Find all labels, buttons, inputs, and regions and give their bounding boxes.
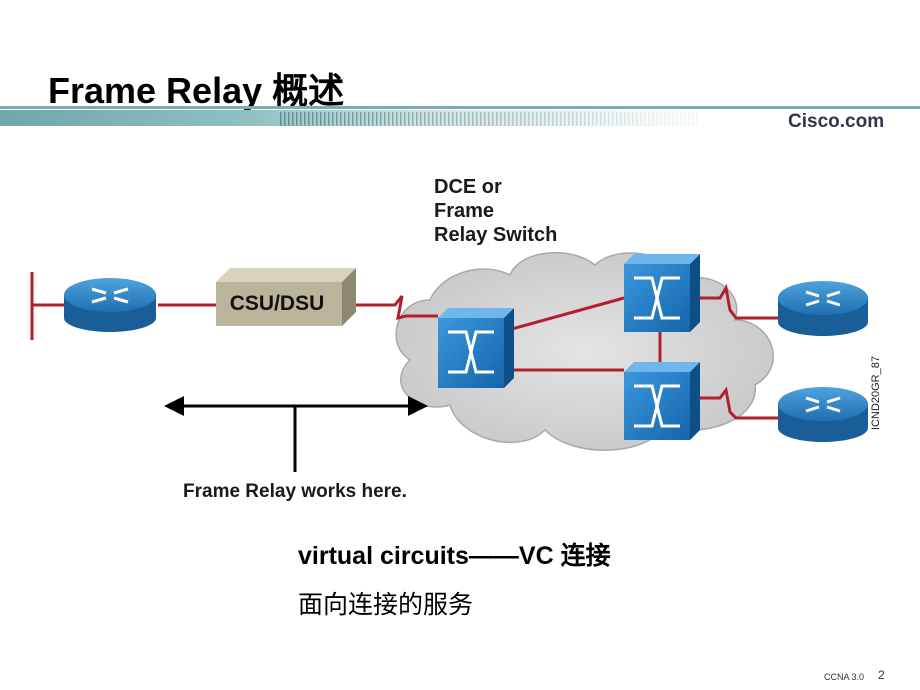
frame-relay-switch-left-icon — [438, 308, 514, 388]
csu-switch-zigzag-link — [356, 295, 438, 321]
router-bottom-right-icon — [778, 387, 868, 442]
slide-title: Frame Relay 概述 — [48, 70, 345, 111]
virtual-circuits-line: virtual circuits——VC 连接 — [298, 542, 611, 570]
dce-label-line-1: DCE or — [434, 176, 502, 198]
router-left-icon — [64, 278, 156, 332]
header-band — [0, 106, 920, 126]
frame-relay-switch-top-icon — [624, 254, 700, 332]
frame-relay-switch-bottom-icon — [624, 362, 700, 440]
cisco-brand-logo: Cisco.com — [788, 111, 885, 132]
dce-switch-label: DCE or Frame Relay Switch — [434, 175, 557, 247]
scope-arrow-icon — [164, 396, 428, 472]
scope-label: Frame Relay works here. — [183, 481, 407, 502]
switch-switch-link-upper — [507, 296, 625, 332]
switch-router-zigzag-top — [698, 283, 780, 320]
csu-dsu-label: CSU/DSU — [229, 292, 325, 315]
links — [32, 283, 780, 420]
switch-router-zigzag-bottom — [698, 386, 780, 420]
router-top-right-icon — [778, 281, 868, 336]
dce-label-line-3: Relay Switch — [434, 224, 558, 246]
dce-label-line-2: Frame — [434, 200, 495, 222]
figure-id: ICND20GR_87 — [870, 356, 882, 430]
connection-oriented-line: 面向连接的服务 — [298, 591, 474, 619]
page-number: 2 — [878, 668, 885, 682]
csu-dsu-device — [216, 268, 356, 326]
footer-course: CCNA 3.0 — [824, 672, 865, 682]
